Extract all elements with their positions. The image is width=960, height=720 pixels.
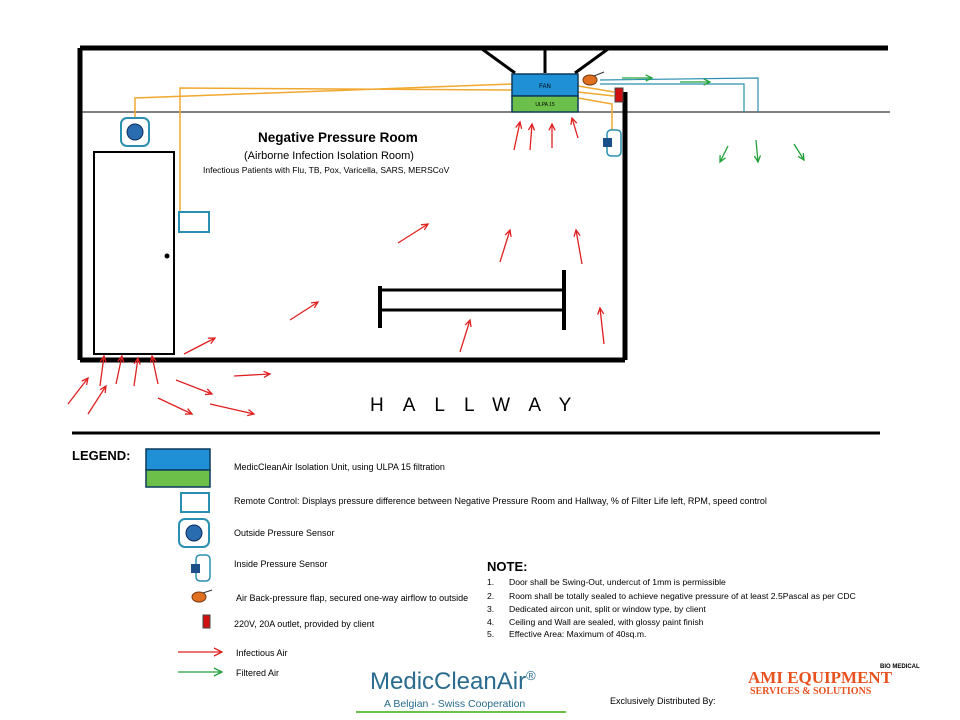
filtered-air-arrow xyxy=(753,139,762,164)
outlet-icon xyxy=(614,87,624,103)
infectious-air-arrow xyxy=(499,228,512,263)
isolation-unit-icon xyxy=(145,448,211,488)
infectious-air-arrow xyxy=(513,120,523,151)
legend-item-inside-sensor: Inside Pressure Sensor xyxy=(234,559,328,569)
filtered-air-arrow-icon xyxy=(178,667,224,677)
infectious-air-arrow xyxy=(527,122,536,151)
infectious-air-arrow xyxy=(157,397,194,415)
outside-pressure-sensor-icon xyxy=(120,117,150,147)
note-title: NOTE: xyxy=(487,559,528,574)
filtered-air-arrow xyxy=(719,145,729,164)
ami-logo-sub: SERVICES & SOLUTIONS xyxy=(750,686,872,697)
brand-logo: MedicCleanAir® xyxy=(370,668,536,695)
infectious-air-arrow xyxy=(87,384,107,415)
filtered-air-arrow xyxy=(622,74,654,82)
infectious-air-arrow xyxy=(67,376,89,405)
unit-mount xyxy=(481,47,609,75)
filter-module xyxy=(511,95,579,113)
inside-pressure-sensor-icon xyxy=(603,129,622,157)
infectious-air-arrow xyxy=(397,223,430,244)
filtered-air-arrow xyxy=(793,143,805,162)
note-item-4: 4.Ceiling and Wall are sealed, with glos… xyxy=(487,617,704,627)
filtered-air-arrow xyxy=(680,78,712,86)
door xyxy=(93,151,175,355)
isolation-unit: FAN ULPA 15 xyxy=(511,73,579,113)
legend-icons xyxy=(145,448,224,677)
inside-pressure-sensor-icon xyxy=(191,554,211,582)
outside-pressure-sensor-icon xyxy=(178,518,210,548)
remote-control-icon xyxy=(180,492,210,513)
legend-title: LEGEND: xyxy=(72,448,131,463)
backpressure-flap-icon xyxy=(582,71,605,86)
filtered-air-arrows xyxy=(622,74,805,164)
infectious-air-arrow xyxy=(209,403,256,417)
legend-item-remote: Remote Control: Displays pressure differ… xyxy=(234,496,767,506)
legend-item-infectious: Infectious Air xyxy=(236,648,288,658)
note-item-2: 2.Room shall be totally sealed to achiev… xyxy=(487,591,856,601)
infectious-air-arrow xyxy=(149,354,159,385)
infectious-air-arrow-icon xyxy=(178,647,224,657)
infectious-air-arrow xyxy=(99,354,107,387)
infectious-air-arrow xyxy=(133,356,141,387)
legend-item-filtered: Filtered Air xyxy=(236,668,280,678)
outlet-icon xyxy=(202,614,211,629)
filtered-exhaust xyxy=(599,77,759,112)
filter-label: ULPA 15 xyxy=(535,102,555,108)
remote-control-icon xyxy=(178,211,210,233)
infectious-air-arrow xyxy=(289,301,320,321)
legend-item-flap: Air Back-pressure flap, secured one-way … xyxy=(236,593,469,603)
room-subtitle: (Airborne Infection Isolation Room) xyxy=(244,150,414,162)
infectious-air-arrow xyxy=(548,122,556,148)
legend-item-unit: MedicCleanAir Isolation Unit, using ULPA… xyxy=(234,462,445,472)
fan-label: FAN xyxy=(539,84,551,90)
ami-logo: AMI EQUIPMENT xyxy=(748,668,893,687)
wires xyxy=(134,83,615,215)
infectious-air-arrows xyxy=(67,116,605,417)
infectious-air-arrow xyxy=(570,116,579,139)
legend-item-outside-sensor: Outside Pressure Sensor xyxy=(234,528,335,538)
infectious-air-arrow xyxy=(115,354,125,385)
room-title: Negative Pressure Room xyxy=(258,130,418,145)
infectious-air-arrow xyxy=(233,370,272,378)
door-knob xyxy=(164,253,170,259)
hallway-label: HALLWAY xyxy=(370,395,591,416)
note-item-1: 1.Door shall be Swing-Out, undercut of 1… xyxy=(487,577,726,587)
ami-logo-top: BIO MEDICAL xyxy=(880,664,920,670)
patient-bed xyxy=(378,270,566,330)
backpressure-flap-icon xyxy=(191,589,213,603)
infectious-air-arrow xyxy=(597,306,605,345)
infectious-air-arrow xyxy=(175,379,214,396)
brand-subtitle: A Belgian - Swiss Cooperation xyxy=(384,698,526,710)
legend-item-outlet: 220V, 20A outlet, provided by client xyxy=(234,619,375,629)
note-item-5: 5.Effective Area: Maximum of 40sq.m. xyxy=(487,629,647,639)
distributed-by: Exclusively Distributed By: xyxy=(610,696,716,706)
note-item-3: 3.Dedicated aircon unit, split or window… xyxy=(487,604,706,614)
infectious-air-arrow xyxy=(573,228,583,265)
infectious-air-arrow xyxy=(459,318,472,353)
room-walls xyxy=(77,45,888,363)
room-patients: Infectious Patients with Flu, TB, Pox, V… xyxy=(203,165,450,175)
infectious-air-arrow xyxy=(183,337,217,355)
